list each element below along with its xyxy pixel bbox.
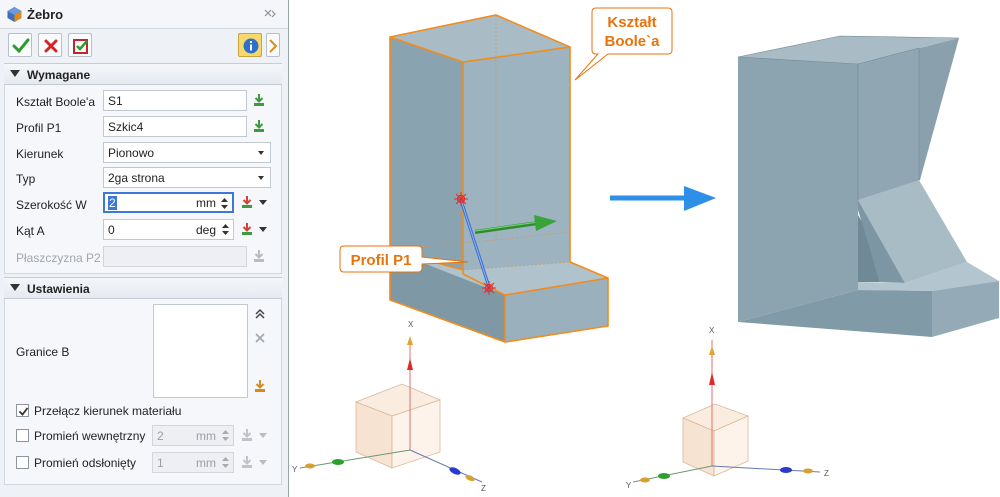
inner-radius-unit: mm <box>196 429 216 443</box>
move-up-icon[interactable] <box>253 307 267 321</box>
direction-label: Kierunek <box>16 147 64 161</box>
pick-download-icon[interactable] <box>251 92 267 108</box>
inner-radius-checkbox[interactable] <box>16 429 29 442</box>
chevron-down-icon[interactable] <box>259 227 267 232</box>
pick-download-icon[interactable] <box>251 118 267 134</box>
transform-arrow-icon <box>610 186 716 211</box>
required-section-title: Wymagane <box>27 68 91 82</box>
spinner-icon[interactable] <box>221 222 230 237</box>
inner-radius-label: Promień wewnętrzny <box>34 429 146 443</box>
exposed-radius-label: Promień odsłonięty <box>34 456 137 470</box>
apply-icon <box>73 39 88 54</box>
exposed-radius-value: 1 <box>157 456 164 470</box>
measure-icon <box>242 429 252 441</box>
spinner-icon <box>222 430 229 441</box>
boolean-shape-label: Kształt Boole'a <box>16 95 96 109</box>
pick-download-icon[interactable] <box>252 378 268 394</box>
boolean-shape-field[interactable]: S1 <box>103 90 247 111</box>
flip-material-label: Przełącz kierunek materiału <box>34 404 182 418</box>
help-arrow-icon <box>269 39 278 53</box>
angle-unit: deg <box>195 223 216 237</box>
settings-section-title: Ustawienia <box>27 282 90 296</box>
inner-radius-value: 2 <box>157 429 164 443</box>
panel-toolbar <box>0 30 288 60</box>
exposed-radius-unit: mm <box>196 456 216 470</box>
angle-field[interactable]: 0 deg <box>103 219 234 240</box>
triad-left-x-label: X <box>408 320 414 329</box>
angle-label: Kąt A <box>16 224 45 238</box>
direction-value: Pionowo <box>108 146 155 160</box>
measure-icon[interactable] <box>239 221 255 237</box>
required-section-header[interactable]: Wymagane <box>4 63 282 85</box>
settings-section-header[interactable]: Ustawienia <box>4 277 282 299</box>
info-icon <box>243 38 259 54</box>
exposed-radius-field: 1 mm <box>152 452 234 473</box>
panel-titlebar: Żebro <box>0 0 288 29</box>
remove-icon[interactable] <box>253 331 267 345</box>
checkmark-icon <box>12 38 30 54</box>
sketch-point-icon <box>454 192 468 206</box>
apply-button[interactable] <box>68 33 92 57</box>
measure-icon <box>242 456 252 468</box>
pick-download-icon <box>254 250 264 262</box>
cancel-button[interactable] <box>38 33 62 57</box>
3d-viewport[interactable]: Kształt Boole`a Profil P1 <box>290 0 1000 497</box>
inner-radius-field: 2 mm <box>152 425 234 446</box>
width-value: 2 <box>108 196 117 210</box>
part-after[interactable] <box>737 35 999 337</box>
axis-triad-left: X Y Z <box>292 320 486 493</box>
spinner-icon <box>222 457 229 468</box>
boolean-shape-value: S1 <box>108 94 123 108</box>
info-button[interactable] <box>238 33 262 57</box>
boolean-callout-line1: Kształt <box>607 14 656 31</box>
width-unit: mm <box>196 196 216 210</box>
triad-left-y-label: Y <box>292 465 298 474</box>
direction-select[interactable]: Pionowo <box>103 142 271 163</box>
collapse-icon <box>10 70 20 77</box>
panel-title: Żebro <box>27 7 64 22</box>
boolean-shape-callout: Kształt Boole`a <box>574 7 673 81</box>
type-select[interactable]: 2ga strona <box>103 167 271 188</box>
triad-right-z-label: Z <box>824 469 829 478</box>
sketch-point-icon <box>482 281 496 295</box>
chevron-down-icon <box>258 151 264 155</box>
plane-label: Płaszczyzna P2 <box>16 251 101 265</box>
collapse-icon <box>10 284 20 291</box>
exposed-radius-checkbox[interactable] <box>16 456 29 469</box>
measure-icon[interactable] <box>239 194 255 210</box>
flip-material-checkbox[interactable] <box>16 404 29 417</box>
part-before[interactable] <box>389 14 609 343</box>
help-button[interactable] <box>266 33 280 57</box>
chevron-down-icon[interactable] <box>259 200 267 205</box>
limits-label: Granice B <box>16 345 70 359</box>
boolean-callout-line2: Boole`a <box>604 33 660 50</box>
profile-callout-text: Profil P1 <box>351 252 412 269</box>
chevron-down-icon <box>259 433 267 438</box>
triad-right-y-label: Y <box>626 481 632 490</box>
axis-triad-right: X Y Z <box>626 326 829 490</box>
profile-value: Szkic4 <box>108 120 144 134</box>
width-label: Szerokość W <box>16 198 87 212</box>
pin-icon[interactable] <box>262 7 278 21</box>
chevron-down-icon <box>259 460 267 465</box>
type-label: Typ <box>16 172 36 186</box>
direction-arrow-icon[interactable] <box>474 215 557 234</box>
triad-left-z-label: Z <box>481 484 486 493</box>
type-value: 2ga strona <box>108 171 165 185</box>
ok-button[interactable] <box>8 33 32 57</box>
profile-field[interactable]: Szkic4 <box>103 116 247 137</box>
profile-label: Profil P1 <box>16 121 62 135</box>
profile-callout: Profil P1 <box>339 245 469 273</box>
limits-list[interactable] <box>153 304 248 398</box>
plane-field <box>103 246 247 267</box>
width-field[interactable]: 2 mm <box>103 192 234 213</box>
spinner-icon[interactable] <box>220 196 229 211</box>
chevron-down-icon <box>258 176 264 180</box>
triad-right-x-label: X <box>709 326 715 335</box>
cross-icon <box>44 39 58 53</box>
checkmark-icon <box>18 407 29 416</box>
angle-value: 0 <box>108 223 115 237</box>
rib-feature-icon <box>7 7 22 22</box>
rib-feature-panel: Żebro <box>0 0 289 497</box>
